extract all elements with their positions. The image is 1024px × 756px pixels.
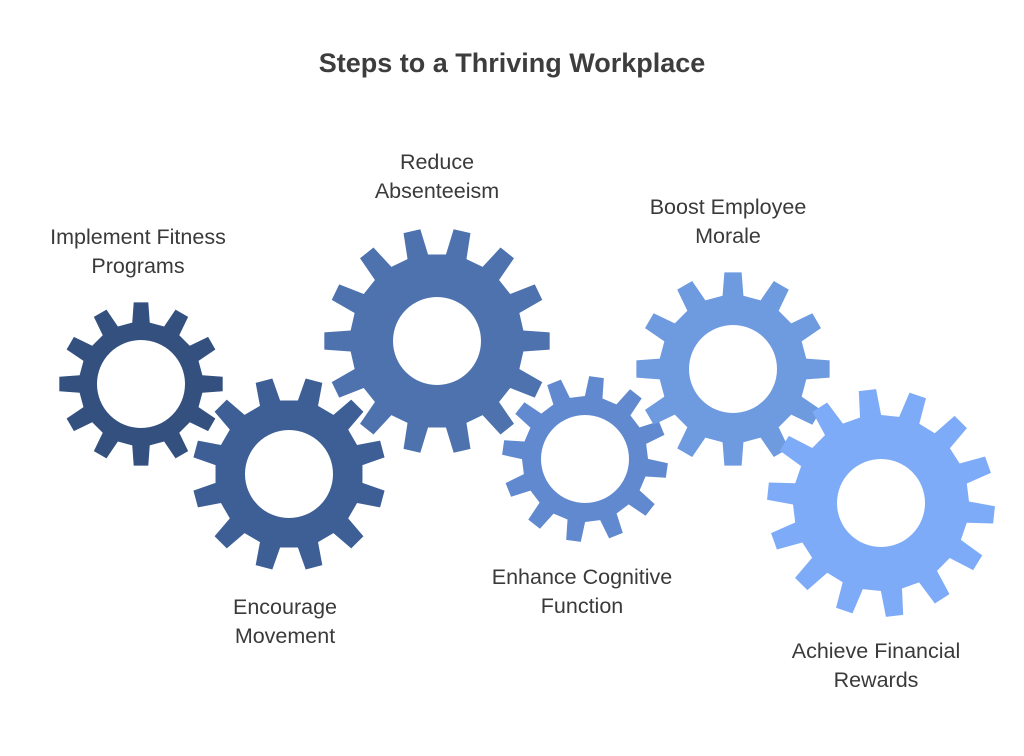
gear-icon-movement: [193, 378, 385, 570]
gear-icon-financial: [767, 389, 995, 617]
gear-icon-fitness: [59, 302, 223, 466]
step-label-financial: Achieve Financial Rewards: [726, 637, 1024, 695]
diagram-title: Steps to a Thriving Workplace: [318, 48, 706, 78]
step-label-line: Enhance Cognitive: [491, 565, 673, 589]
gear-icon-cognitive: [502, 376, 668, 542]
step-label-line: Function: [540, 594, 624, 618]
step-label-line: Programs: [91, 254, 185, 278]
step-label-line: Boost Employee: [649, 195, 807, 219]
gear-icon-morale: [636, 272, 830, 466]
step-label-line: Achieve Financial: [791, 639, 961, 663]
step-label-movement: Encourage Movement: [135, 593, 435, 651]
step-label-cognitive: Enhance Cognitive Function: [432, 563, 732, 621]
step-label-line: Absenteeism: [374, 179, 500, 203]
step-label-line: Implement Fitness: [50, 225, 226, 249]
step-label-line: Morale: [695, 224, 761, 248]
step-label-absenteeism: Reduce Absenteeism: [287, 148, 587, 206]
gear-icon-absenteeism: [324, 229, 550, 453]
step-label-fitness: Implement Fitness Programs: [0, 223, 288, 281]
step-label-line: Rewards: [833, 668, 919, 692]
step-label-line: Encourage: [233, 595, 337, 619]
step-label-morale: Boost Employee Morale: [578, 193, 878, 251]
step-label-line: Reduce: [399, 150, 475, 174]
step-label-line: Movement: [234, 624, 336, 648]
